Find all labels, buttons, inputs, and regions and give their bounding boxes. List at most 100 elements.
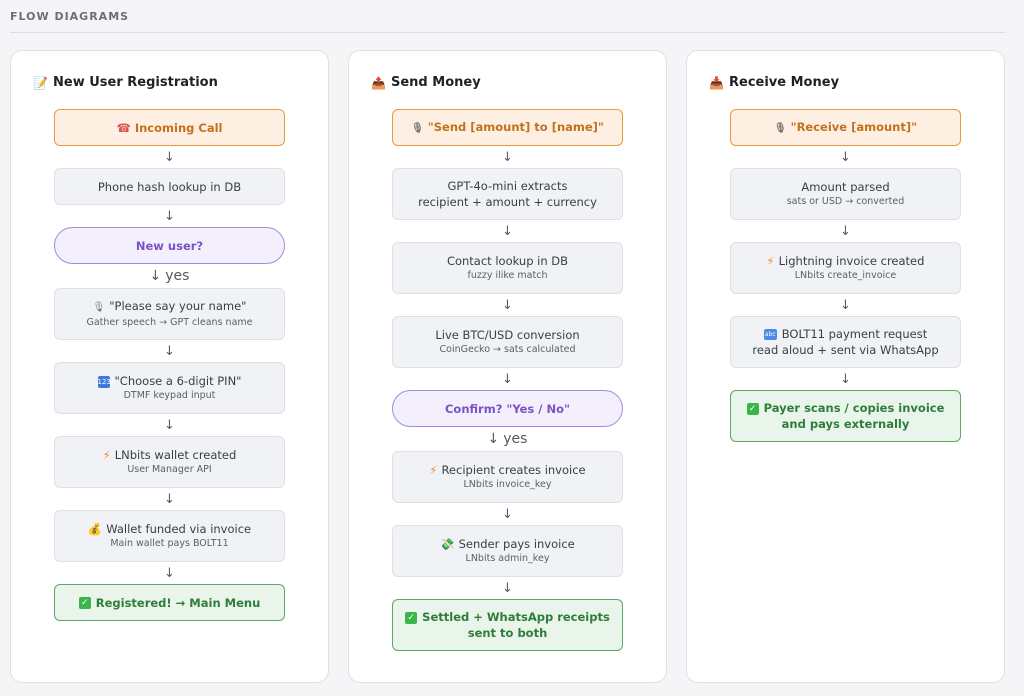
node-label: New user? [135,238,204,253]
flow-arrow-yes: ↓ yes [150,264,190,288]
flow-node-send-command: 🎙"Send [amount] to [name]" [392,109,623,146]
node-sublabel: Gather speech → GPT cleans name [86,317,253,328]
node-label: BOLT11 payment request [781,327,928,341]
check-icon: ✓ [405,611,418,624]
node-label: recipient + amount + currency [418,195,597,209]
flow-arrow: ↓ [502,220,513,242]
flow-decision-confirm: Confirm? "Yes / No" [392,390,623,427]
node-label: read aloud + sent via WhatsApp [752,343,939,357]
flow-arrow: ↓ [840,294,851,316]
flow-node-bolt11-request: abc BOLT11 payment request read aloud + s… [730,316,961,368]
node-sublabel: CoinGecko → sats calculated [439,344,576,355]
flow-node-settled: ✓ Settled + WhatsApp receipts sent to bot… [392,599,623,651]
panel-new-user-registration: 📝 New User Registration ☎Incoming Call ↓… [10,50,329,683]
panel-send-money: 📤 Send Money 🎙"Send [amount] to [name]" … [348,50,667,683]
flow-arrow: ↓ [502,503,513,525]
check-icon: ✓ [78,597,91,609]
arrow-down-icon: ↓ [840,371,851,387]
flow-send: 🎙"Send [amount] to [name]" ↓ GPT-4o-mini… [392,109,623,651]
flow-registration: ☎Incoming Call ↓ Phone hash lookup in DB… [54,109,285,621]
flow-node-incoming-call: ☎Incoming Call [54,109,285,146]
check-icon: ✓ [746,402,759,415]
node-label: Incoming Call [134,120,223,135]
lightning-icon: ⚡ [429,463,438,477]
arrow-down-icon: ↓ [149,268,162,284]
branch-label: yes [165,268,190,284]
flow-arrow: ↓ [164,488,175,510]
abc-icon: abc [763,329,777,340]
money-wings-icon: 💸 [440,537,455,551]
node-label: Contact lookup in DB [446,254,569,268]
flow-receive: 🎙"Receive [amount]" ↓ Amount parsed sats… [730,109,961,442]
flow-node-contact-lookup: Contact lookup in DB fuzzy ilike match [392,242,623,294]
flow-arrow: ↓ [164,562,175,584]
keypad-icon: 1234 [97,375,116,388]
arrow-down-icon: ↓ [502,223,513,239]
node-sublabel: LNbits create_invoice [794,270,897,281]
memo-icon: 📝 [33,75,48,90]
flow-arrow: ↓ [840,146,851,168]
flow-decision-new-user: New user? [54,227,285,264]
node-sublabel: DTMF keypad input [123,390,216,401]
arrow-down-icon: ↓ [164,343,175,359]
arrow-down-icon: ↓ [840,149,851,165]
node-label: Registered! → Main Menu [95,595,261,610]
node-label: and pays externally [781,417,910,431]
flow-node-choose-pin: 1234"Choose a 6-digit PIN" DTMF keypad i… [54,362,285,414]
microphone-icon: 🎙 [773,122,787,134]
section-title: FLOW DIAGRAMS [10,10,130,23]
arrow-down-icon: ↓ [502,371,513,387]
panel-title: New User Registration [53,75,218,90]
node-label: Confirm? "Yes / No" [444,401,570,416]
arrow-down-icon: ↓ [502,580,513,596]
arrow-down-icon: ↓ [164,208,175,224]
node-label: Lightning invoice created [778,254,925,268]
node-label: Live BTC/USD conversion [435,328,580,342]
flow-node-amount-parsed: Amount parsed sats or USD → converted [730,168,961,220]
microphone-icon: 🎙 [411,122,424,134]
outbox-icon: 📤 [371,75,386,90]
flow-arrow: ↓ [840,368,851,390]
node-label: "Receive [amount]" [790,119,918,134]
node-sublabel: LNbits invoice_key [463,479,552,490]
flow-arrow: ↓ [502,577,513,599]
node-sublabel: LNbits admin_key [465,553,550,564]
flow-arrow: ↓ [164,205,175,227]
node-label: "Send [amount] to [name]" [427,119,604,134]
flow-node-payer-pays: ✓ Payer scans / copies invoice and pays e… [730,390,961,442]
money-bag-icon: 💰 [87,522,103,536]
node-label: LNbits wallet created [114,448,237,462]
arrow-down-icon: ↓ [502,506,513,522]
arrow-down-icon: ↓ [840,297,851,313]
arrow-down-icon: ↓ [164,149,175,165]
flow-node-receive-command: 🎙"Receive [amount]" [730,109,961,146]
node-label: Settled + WhatsApp receipts [422,610,610,624]
panel-title: Send Money [391,75,481,90]
node-label: Payer scans / copies invoice [763,401,945,415]
node-label: "Please say your name" [109,299,247,313]
node-label: Wallet funded via invoice [106,522,252,536]
panel-title: Receive Money [729,75,840,90]
flow-node-wallet-created: ⚡LNbits wallet created User Manager API [54,436,285,488]
arrow-down-icon: ↓ [164,417,175,433]
flow-node-say-name: 🎙"Please say your name" Gather speech → … [54,288,285,340]
panel-header: 📝 New User Registration [33,75,218,90]
microphone-icon: 🎙 [92,302,106,313]
node-sublabel: User Manager API [127,464,212,475]
flow-arrow: ↓ [502,146,513,168]
arrow-down-icon: ↓ [502,297,513,313]
node-label: Recipient creates invoice [441,463,586,477]
node-sublabel: fuzzy ilike match [467,270,548,281]
node-sublabel: sats or USD → converted [786,196,905,207]
flow-arrow: ↓ [502,294,513,316]
arrow-down-icon: ↓ [840,223,851,239]
flow-node-registered: ✓ Registered! → Main Menu [54,584,285,621]
flow-node-gpt-extract: GPT-4o-mini extracts recipient + amount … [392,168,623,220]
node-label: GPT-4o-mini extracts [447,179,568,193]
node-label: sent to both [467,626,548,640]
flow-node-sender-pays: 💸Sender pays invoice LNbits admin_key [392,525,623,577]
arrow-down-icon: ↓ [164,491,175,507]
node-label: Amount parsed [801,180,890,194]
lightning-icon: ⚡ [766,254,775,268]
panel-receive-money: 📥 Receive Money 🎙"Receive [amount]" ↓ Am… [686,50,1005,683]
